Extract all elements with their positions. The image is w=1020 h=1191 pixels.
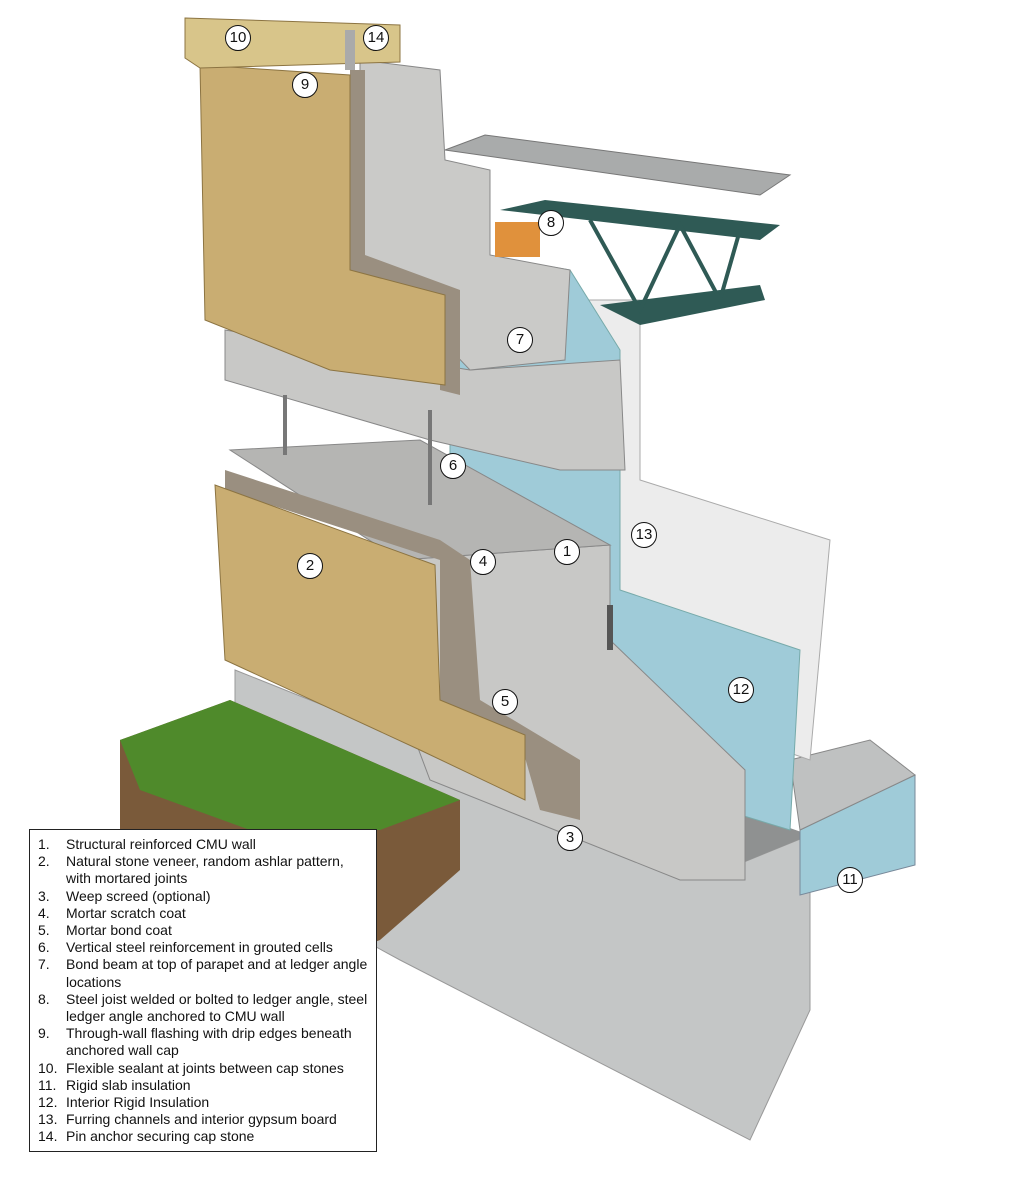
legend-text: Mortar bond coat xyxy=(66,922,172,939)
legend-item: 12. Interior Rigid Insulation xyxy=(38,1094,368,1111)
callout-14: 14 xyxy=(363,25,389,51)
legend-text: Vertical steel reinforcement in grouted … xyxy=(66,939,333,956)
legend-num: 14. xyxy=(38,1128,58,1145)
callout-5: 5 xyxy=(492,689,518,715)
legend-num: 12. xyxy=(38,1094,58,1111)
legend-num: 4. xyxy=(38,904,50,921)
legend-text: Rigid slab insulation xyxy=(66,1076,191,1093)
legend-text: Pin anchor securing cap stone xyxy=(66,1128,255,1145)
legend-item: 1. Structural reinforced CMU wall xyxy=(38,836,368,853)
callout-10: 10 xyxy=(225,25,251,51)
legend-item: 2. Natural stone veneer, random ashlar pa… xyxy=(38,853,368,887)
legend-num: 8. xyxy=(38,990,50,1007)
legend-text: Through-wall flashing with drip edges be… xyxy=(66,1025,352,1059)
callout-4: 4 xyxy=(470,549,496,575)
legend-item: 6. Vertical steel reinforcement in groute… xyxy=(38,939,368,956)
callout-8: 8 xyxy=(538,210,564,236)
legend-text: Natural stone veneer, random ashlar patt… xyxy=(66,853,344,887)
legend-num: 11. xyxy=(38,1076,57,1093)
legend-num: 13. xyxy=(38,1111,58,1128)
legend-num: 10. xyxy=(38,1059,58,1076)
legend-num: 2. xyxy=(38,853,50,870)
legend-item: 13. Furring channels and interior gypsum … xyxy=(38,1111,368,1128)
mortar-coat-upper xyxy=(350,70,460,395)
steel-joist-bottom xyxy=(600,285,765,325)
legend-item: 14. Pin anchor securing cap stone xyxy=(38,1128,368,1145)
legend-text: Mortar scratch coat xyxy=(66,904,186,921)
callout-2: 2 xyxy=(297,553,323,579)
mortar-coat-lower xyxy=(225,470,580,820)
metal-deck xyxy=(444,134,792,196)
legend-text: Furring channels and interior gypsum boa… xyxy=(66,1111,337,1128)
callout-11: 11 xyxy=(837,867,863,893)
legend-num: 5. xyxy=(38,922,50,939)
legend-item: 3. Weep screed (optional) xyxy=(38,888,368,905)
callout-9: 9 xyxy=(292,72,318,98)
legend-text: Steel joist welded or bolted to ledger a… xyxy=(66,990,368,1025)
wood-blocking xyxy=(495,222,540,257)
legend-num: 1. xyxy=(38,836,50,852)
legend-item: 8. Steel joist welded or bolted to ledger… xyxy=(38,991,368,1025)
legend-item: 7. Bond beam at top of parapet and at led… xyxy=(38,956,368,990)
legend-text: Flexible sealant at joints between cap s… xyxy=(66,1059,344,1076)
pin-anchor xyxy=(345,30,355,70)
legend-text: Bond beam at top of parapet and at ledge… xyxy=(66,956,368,990)
legend-text: Interior Rigid Insulation xyxy=(66,1094,210,1111)
legend-item: 11. Rigid slab insulation xyxy=(38,1077,368,1094)
legend-num: 9. xyxy=(38,1025,50,1042)
callout-1: 1 xyxy=(554,539,580,565)
callout-13: 13 xyxy=(631,522,657,548)
callout-7: 7 xyxy=(507,327,533,353)
slab xyxy=(789,739,916,831)
grass xyxy=(120,700,460,830)
stone-veneer-lower xyxy=(214,484,526,801)
callout-12: 12 xyxy=(728,677,754,703)
legend-text: Structural reinforced CMU wall xyxy=(66,836,256,852)
legend-item: 4. Mortar scratch coat xyxy=(38,905,368,922)
legend-item: 9. Through-wall flashing with drip edges … xyxy=(38,1025,368,1059)
legend-num: 6. xyxy=(38,939,50,956)
legend-text: Weep screed (optional) xyxy=(66,887,211,904)
legend: 1. Structural reinforced CMU wall 2. Natur… xyxy=(29,829,377,1152)
steel-joist-top xyxy=(500,200,780,240)
legend-num: 3. xyxy=(38,887,50,904)
legend-item: 10. Flexible sealant at joints between ca… xyxy=(38,1060,368,1077)
callout-3: 3 xyxy=(557,825,583,851)
joist-web xyxy=(588,219,742,315)
stone-veneer-upper xyxy=(199,64,446,386)
legend-num: 7. xyxy=(38,956,50,973)
legend-item: 5. Mortar bond coat xyxy=(38,922,368,939)
callout-6: 6 xyxy=(440,453,466,479)
